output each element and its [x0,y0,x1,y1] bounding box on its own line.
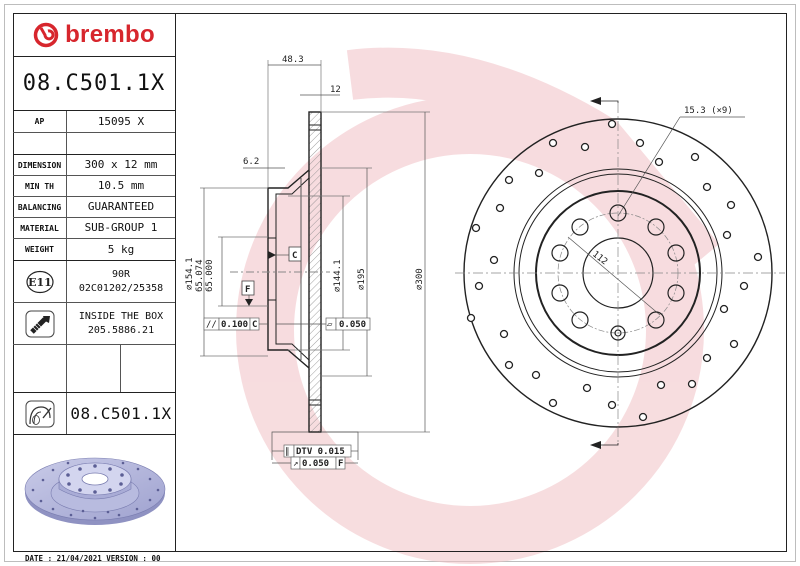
footer-date-version: DATE : 21/04/2021 VERSION : 00 [25,554,161,563]
homologation-line1: 90R [111,268,131,280]
screws-line2: 205.5886.21 [87,324,155,336]
spec-value: GUARANTEED [87,200,155,213]
ap-row: AP 15095 X [13,111,175,133]
tolerance-dtv: ∥ DTV 0.015 [272,444,358,458]
svg-text:0.050: 0.050 [302,459,329,469]
screw-icon-cell [13,303,67,344]
svg-text://: // [206,320,217,330]
brake-disc-icon [25,400,54,427]
disc-part-row: 08.C501.1X [13,393,175,435]
brand-row: brembo [13,13,175,57]
empty-row [13,133,175,155]
svg-text:0.100: 0.100 [221,320,248,330]
svg-text:C: C [292,251,297,261]
screws-row: INSIDE THE BOX 205.5886.21 [13,303,175,345]
spec-value: 5 kg [107,242,135,256]
empty-cell [67,133,175,154]
title-block: brembo 08.C501.1X AP 15095 X DIMENSION 3… [13,13,176,552]
brembo-watermark [236,47,720,564]
svg-text:∥: ∥ [285,447,290,457]
disc-icon-cell [13,393,67,434]
screw-icon [25,310,54,337]
spec-label: BALANCING [13,197,67,217]
disc-render [13,435,175,550]
svg-text:▱: ▱ [327,320,333,330]
dim-inner-diameter: ⌀144.1 [333,259,343,292]
dim-outer-diameter: ⌀300 [415,268,425,290]
spec-row-material: MATERIAL SUB-GROUP 1 [13,218,175,239]
disc-part-number: 08.C501.1X [70,403,172,423]
disc-part-cell: 08.C501.1X [67,393,175,434]
spec-label: MIN TH [13,176,67,196]
svg-text:F: F [338,459,343,469]
svg-text:↗: ↗ [293,459,298,469]
tolerance-flatness: ▱ 0.050 [276,317,371,331]
part-number-row: 08.C501.1X [13,57,175,111]
spec-label: MATERIAL [13,218,67,238]
svg-text:0.050: 0.050 [339,320,366,330]
brand-name: brembo [65,20,155,48]
dim-hat-diameter: ⌀154.1 [185,257,195,290]
empty-cell [121,345,175,392]
brembo-logo-icon [33,22,59,47]
ap-label: AP [13,111,67,132]
screws-line1: INSIDE THE BOX [78,310,164,322]
svg-text:F: F [245,285,250,295]
disc-3d-image [24,457,166,525]
spec-label: WEIGHT [13,239,67,260]
dim-offset: 48.3 [282,55,304,65]
date-label: DATE [25,554,44,563]
empty-cell [13,345,67,392]
front-view [455,97,785,449]
homologation-text: 90R 02C01202/25358 [67,261,175,302]
sheet-border [4,4,796,562]
version-value: 00 [151,554,161,563]
empty-cell [67,345,121,392]
tolerance-parallelism: // 0.100 C [203,317,268,331]
date-value: 21/04/2021 [56,554,102,563]
dim-bore-max: 65.074 [195,259,205,292]
screws-text: INSIDE THE BOX 205.5886.21 [67,303,175,344]
ap-value: 15095 X [97,114,145,128]
datum-f: F [241,280,255,299]
dim-hat-step: 6.2 [243,157,259,167]
section-view [200,60,430,460]
dim-friction-inner-diameter: ⌀195 [357,268,367,290]
spec-row-balancing: BALANCING GUARANTEED [13,197,175,218]
empty-cell [13,133,67,154]
dim-thickness: 12 [330,85,341,95]
datum-c: C [276,246,302,262]
dim-bore-min: 65.000 [205,259,215,292]
homologation-line2: 02C01202/25358 [78,282,164,294]
homologation-badge-cell: E11 [13,261,67,302]
spec-value: 10.5 mm [97,179,145,192]
spec-value: SUB-GROUP 1 [84,221,158,234]
spec-label: DIMENSION [13,155,67,175]
spec-row-weight: WEIGHT 5 kg [13,239,175,261]
spec-row-min-th: MIN TH 10.5 mm [13,176,175,197]
tolerance-runout: ↗ 0.050 F [272,456,358,470]
spec-value: 300 x 12 mm [84,158,158,171]
spec-row-dimension: DIMENSION 300 x 12 mm [13,155,175,176]
version-label: VERSION [106,554,138,563]
svg-text:DTV 0.015: DTV 0.015 [296,447,345,457]
part-number: 08.C501.1X [22,71,166,96]
svg-text:E11: E11 [28,276,52,289]
homologation-row: E11 90R 02C01202/25358 [13,261,175,303]
e11-badge-icon: E11 [25,270,54,293]
holes-callout: 15.3 (×9) [684,106,733,116]
drawing-frame [13,13,787,552]
svg-text:C: C [252,320,257,330]
blank-row [13,345,175,393]
